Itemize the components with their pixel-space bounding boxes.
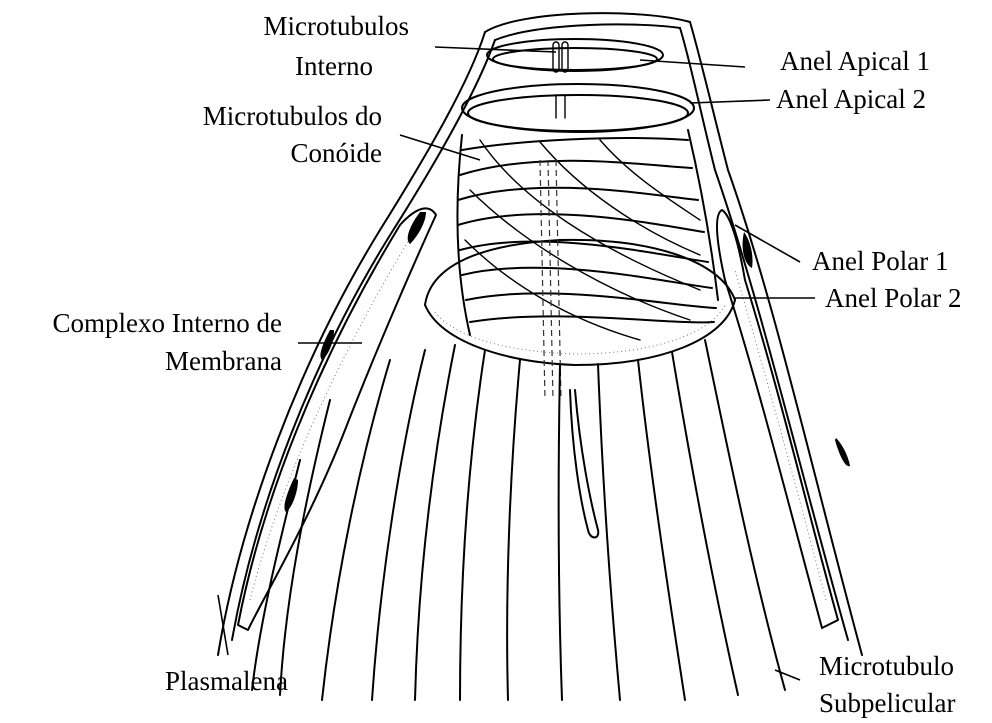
label-plasmalena: Plasmalena xyxy=(165,666,288,696)
label-anel-polar-2: Anel Polar 2 xyxy=(825,283,961,313)
apical-rings xyxy=(462,39,694,132)
label-anel-apical-1: Anel Apical 1 xyxy=(780,46,930,76)
conoid xyxy=(457,130,718,340)
inner-membrane-complex xyxy=(238,208,850,630)
subpellicular-microtubules xyxy=(252,340,785,700)
label-complexo-interno-line2: Membrana xyxy=(165,346,282,376)
label-microtubulo-subpelicular-line2: Subpelicular xyxy=(819,688,955,718)
label-microtubulos-interno-line2: Interno xyxy=(295,51,373,81)
label-microtubulos-interno-line1: Microtubulos xyxy=(264,11,410,41)
label-anel-apical-2: Anel Apical 2 xyxy=(776,84,926,114)
label-anel-polar-1: Anel Polar 1 xyxy=(812,246,948,276)
label-microtubulos-conoide-line1: Microtubulos do xyxy=(203,101,382,131)
label-microtubulo-subpelicular-line1: Microtubulo xyxy=(819,651,954,681)
label-complexo-interno-line1: Complexo Interno de xyxy=(53,308,282,338)
label-microtubulos-conoide-line2: Conóide xyxy=(291,138,383,168)
